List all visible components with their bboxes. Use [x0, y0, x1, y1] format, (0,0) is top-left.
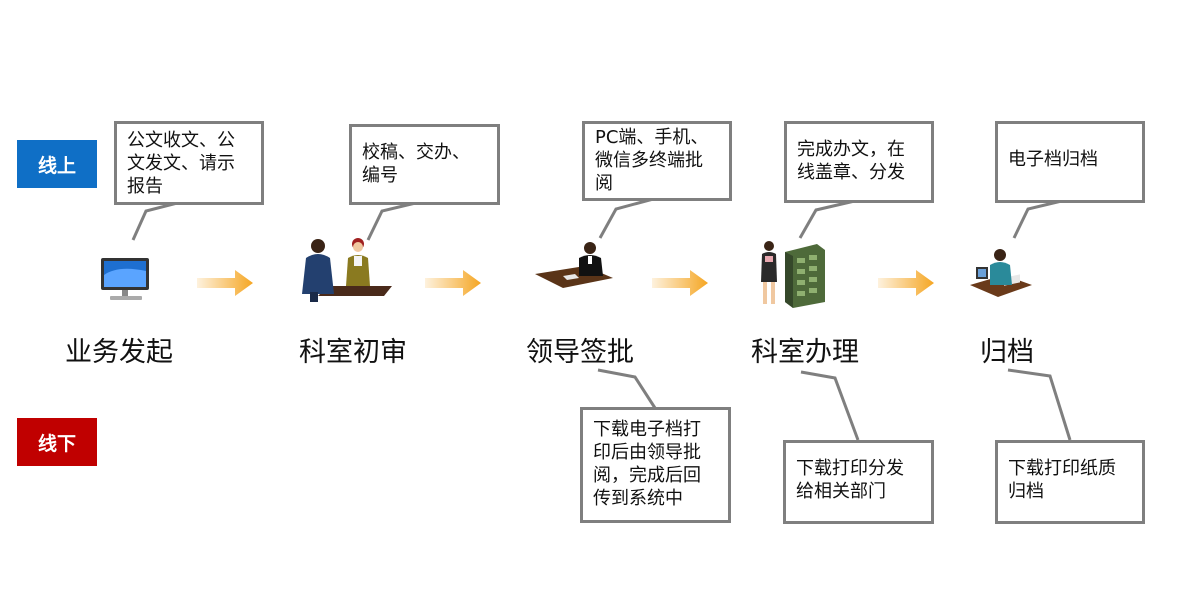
offline-note-3: 下载电子档打 印后由领导批 阅，完成后回 传到系统中 — [580, 407, 731, 523]
step-label-5: 归档 — [980, 337, 1034, 368]
connector-online-1 — [131, 198, 190, 241]
step-label-1: 业务发起 — [65, 337, 173, 368]
online-note-1: 公文收文、公 文发文、请示 报告 — [114, 121, 264, 205]
connector-online-4 — [798, 198, 860, 239]
leader-signing-desk-icon — [535, 242, 613, 288]
online-note-4: 完成办文，在 线盖章、分发 — [784, 121, 934, 203]
two-officials-desk-icon — [302, 238, 392, 302]
clerk-filing-cabinet-icon — [761, 241, 825, 308]
connector-online-3 — [598, 196, 658, 239]
archivist-at-computer-icon — [970, 249, 1032, 297]
online-note-3: PC端、手机、 微信多终端批 阅 — [582, 121, 732, 201]
connector-offline-3 — [597, 368, 657, 409]
step-label-4: 科室办理 — [751, 337, 859, 368]
flow-arrow-2 — [425, 270, 481, 296]
offline-lane-tag: 线下 — [17, 418, 97, 466]
online-lane-tag: 线上 — [17, 140, 97, 188]
step-label-2: 科室初审 — [299, 337, 407, 368]
step-label-3: 领导签批 — [526, 337, 634, 368]
connector-offline-4 — [800, 370, 860, 441]
offline-note-4: 下载打印分发 给相关部门 — [783, 440, 934, 524]
flow-arrow-1 — [197, 270, 253, 296]
offline-note-5: 下载打印纸质 归档 — [995, 440, 1145, 524]
connector-online-5 — [1012, 197, 1071, 239]
online-note-2: 校稿、交办、 编号 — [349, 124, 500, 205]
online-note-5: 电子档归档 — [995, 121, 1145, 203]
flow-arrow-3 — [652, 270, 708, 296]
connector-offline-5 — [1007, 368, 1072, 441]
computer-monitor-icon — [101, 258, 149, 300]
flow-arrow-4 — [878, 270, 934, 296]
